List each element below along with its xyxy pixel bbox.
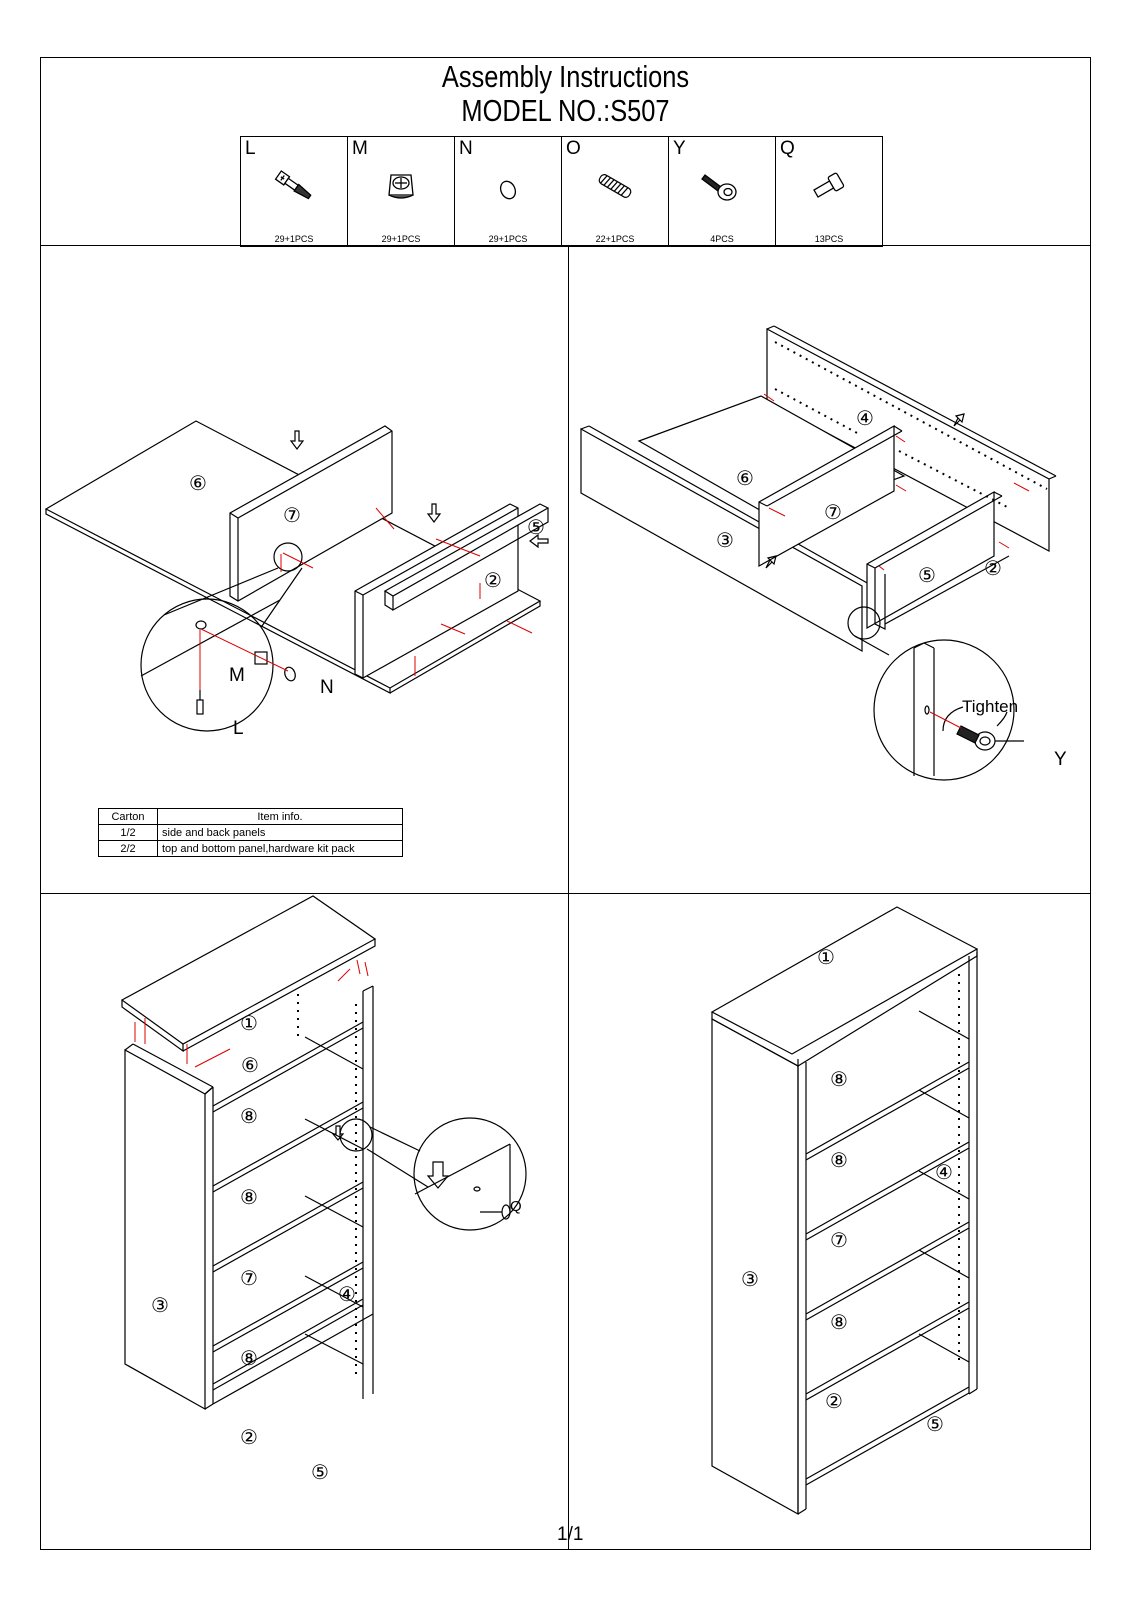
table-row: 2/2 top and bottom panel,hardware kit pa… xyxy=(98,840,403,857)
table-cell: 1/2 xyxy=(98,824,158,841)
callout-n: N xyxy=(320,677,334,698)
hardware-letter: O xyxy=(566,138,581,159)
step1-diagram xyxy=(44,420,550,732)
panel-label: ⑥ xyxy=(241,1055,259,1077)
callout-y: Y xyxy=(1054,749,1067,770)
panel-label: ③ xyxy=(151,1295,169,1317)
table-row: Carton Item info. xyxy=(98,808,403,825)
hardware-letter: Y xyxy=(673,138,686,159)
panel-label: ⑧ xyxy=(830,1312,848,1334)
panel-label: ⑦ xyxy=(283,505,301,527)
hardware-qty: 29+1PCS xyxy=(381,234,421,244)
panel-label: ⑦ xyxy=(240,1268,258,1290)
model-number: MODEL NO.:S507 xyxy=(461,93,670,128)
screw-icon xyxy=(701,174,737,201)
hardware-qty: 29+1PCS xyxy=(488,234,528,244)
hardware-qty: 4PCS xyxy=(710,234,734,244)
step2-diagram xyxy=(580,325,1057,781)
row-divider xyxy=(40,893,1091,894)
table-cell: top and bottom panel,hardware kit pack xyxy=(157,840,403,857)
page-title: Assembly Instructions xyxy=(441,59,690,94)
carton-table: Carton Item info. 1/2 side and back pane… xyxy=(98,808,403,857)
panel-label: ① xyxy=(817,947,835,969)
panel-label: ⑥ xyxy=(189,473,207,495)
panel-label: ⑦ xyxy=(824,502,842,524)
panel-label: ⑤ xyxy=(926,1414,944,1436)
panel-label: ④ xyxy=(935,1162,953,1184)
panel-label: ⑧ xyxy=(240,1106,258,1128)
panel-label: ⑤ xyxy=(527,517,545,539)
panel-label: ② xyxy=(825,1391,843,1413)
hardware-cell-q: Q 13PCS xyxy=(775,136,883,247)
hardware-table: L 29+1PCS M 29+1PCS xyxy=(240,136,883,247)
hardware-letter: L xyxy=(245,138,256,159)
table-cell: side and back panels xyxy=(157,824,403,841)
panel-label: ② xyxy=(240,1427,258,1449)
hardware-qty: 22+1PCS xyxy=(595,234,635,244)
panel-label: ⑥ xyxy=(736,468,754,490)
tighten-label: Tighten xyxy=(962,697,1019,716)
hardware-cell-y: Y 4PCS xyxy=(668,136,776,247)
panel-label: ① xyxy=(240,1013,258,1035)
cap-cover-icon xyxy=(499,180,517,200)
column-divider xyxy=(568,245,569,1550)
panel-label: ④ xyxy=(338,1284,356,1306)
callout-q: Q xyxy=(510,1198,522,1215)
shelf-pin-icon xyxy=(813,172,845,198)
panel-label: ③ xyxy=(741,1269,759,1291)
page-frame xyxy=(40,57,1091,1550)
panel-label: ② xyxy=(984,558,1002,580)
panel-label: ⑧ xyxy=(240,1348,258,1370)
hardware-qty: 13PCS xyxy=(814,234,844,244)
panel-label: ⑧ xyxy=(830,1150,848,1172)
panel-label: ⑦ xyxy=(830,1230,848,1252)
panel-label: ⑧ xyxy=(830,1069,848,1091)
cam-lock-icon xyxy=(388,174,414,199)
hardware-letter: Q xyxy=(780,138,795,159)
table-header: Carton xyxy=(98,808,158,825)
cam-bolt-icon xyxy=(274,170,312,200)
hardware-qty: 29+1PCS xyxy=(274,234,314,244)
table-header: Item info. xyxy=(157,808,403,825)
panel-label: ④ xyxy=(856,408,874,430)
panel-label: ⑤ xyxy=(311,1462,329,1484)
hardware-cell-l: L 29+1PCS xyxy=(240,136,348,247)
panel-label: ③ xyxy=(716,530,734,552)
callout-m: M xyxy=(229,665,245,686)
panel-label: ⑧ xyxy=(240,1187,258,1209)
page-number: 1/1 xyxy=(557,1524,584,1545)
wood-dowel-icon xyxy=(598,174,632,198)
callout-l: L xyxy=(233,718,244,739)
step3-diagram xyxy=(120,895,527,1411)
hardware-letter: M xyxy=(352,138,368,159)
table-cell: 2/2 xyxy=(98,840,158,857)
panel-label: ② xyxy=(484,570,502,592)
hardware-cell-n: N 29+1PCS xyxy=(454,136,562,247)
hardware-letter: N xyxy=(459,138,473,159)
hardware-cell-m: M 29+1PCS xyxy=(347,136,455,247)
table-row: 1/2 side and back panels xyxy=(98,824,403,841)
panel-label: ⑤ xyxy=(918,565,936,587)
hardware-cell-o: O 22+1PCS xyxy=(561,136,669,247)
step4-diagram xyxy=(710,906,979,1516)
